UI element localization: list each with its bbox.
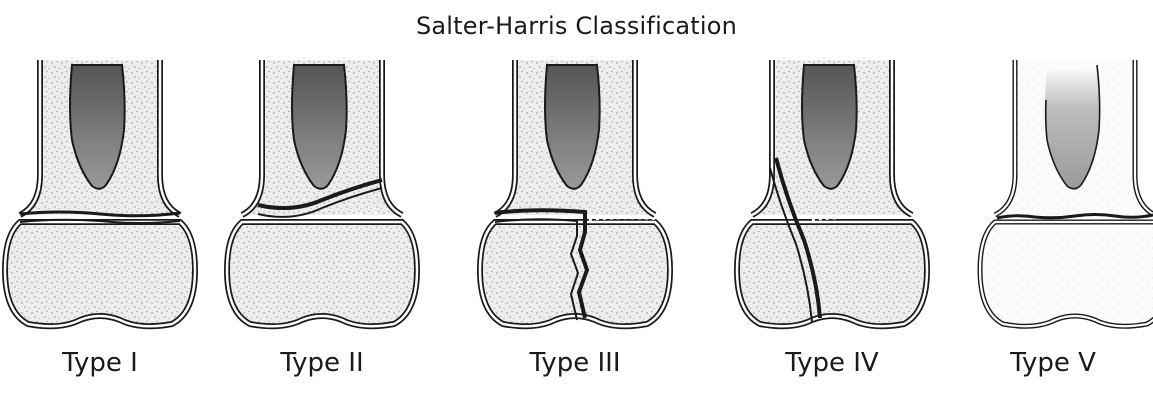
type-3-label: Type III [475,348,675,378]
bone-type-1 [5,60,195,326]
bone-type-5 [980,60,1153,326]
type-5-label: Type V [953,348,1153,378]
type-1-label: Type I [0,348,200,378]
type-2-label: Type II [222,348,422,378]
bone-type-2 [227,60,417,326]
bone-type-4 [737,60,927,326]
type-4-label: Type IV [732,348,932,378]
bone-type-3 [480,60,670,326]
